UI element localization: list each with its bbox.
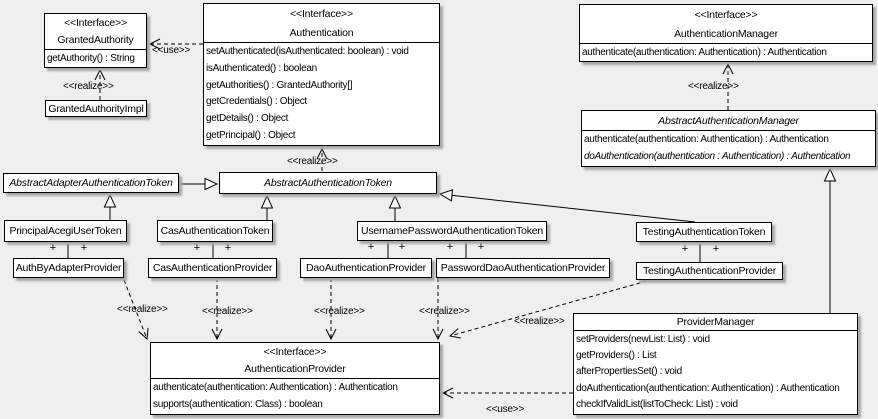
class-authentication-provider: <<Interface>> AuthenticationProvider aut… (150, 342, 440, 415)
realize-label: <<realize>> (688, 81, 739, 92)
class-name: CasAuthenticationProvider (152, 262, 273, 274)
method-list: setProviders(newList: List) : void getPro… (574, 330, 857, 414)
class-name: GrantedAuthorityImpl (48, 102, 144, 115)
class-abstract-adapter-authentication-token: AbstractAdapterAuthenticationToken (3, 173, 179, 193)
method: authenticate(authentication: Authenticat… (584, 134, 829, 146)
stereotype-label: <<Interface>> (64, 16, 127, 29)
assoc-plus-marker: + (80, 242, 88, 254)
method: supports(authentication: Class) : boolea… (153, 398, 323, 410)
method: authenticate(authentication: Authenticat… (153, 382, 398, 394)
assoc-plus-marker: + (49, 242, 57, 254)
class-granted-authority: <<Interface>> GrantedAuthority getAuthor… (44, 13, 147, 68)
class-name: AuthByAdapterProvider (15, 262, 122, 274)
class-abstract-authentication-token: AbstractAuthenticationToken (219, 172, 437, 194)
class-name: Authentication (289, 26, 354, 39)
realize-label: <<realize>> (314, 306, 365, 317)
class-granted-authority-impl: GrantedAuthorityImpl (45, 100, 147, 117)
method: getAuthority() : String (47, 52, 135, 64)
class-password-dao-authentication-provider: PasswordDaoAuthenticationProvider (436, 258, 610, 278)
class-username-password-authentication-token: UsernamePasswordAuthenticationToken (357, 221, 547, 241)
method: getPrincipal() : Object (206, 129, 296, 141)
class-provider-manager: ProviderManager setProviders(newList: Li… (573, 313, 858, 415)
realize-label: <<realize>> (514, 316, 565, 327)
assoc-plus-marker: + (398, 241, 406, 253)
class-header: <<Interface>> AuthenticationManager (580, 5, 872, 43)
class-name: AbstractAuthenticationManager (658, 114, 799, 127)
method-list: authenticate(authentication: Authenticat… (580, 43, 872, 61)
method: setAuthenticated(isAuthenticated: boolea… (206, 46, 409, 58)
class-name: AbstractAdapterAuthenticationToken (9, 177, 173, 189)
class-name: AuthenticationProvider (244, 363, 346, 376)
method: getProviders() : List (576, 350, 657, 362)
method: doAuthentication(authentication: Authent… (576, 382, 840, 394)
method: doAuthentication(authentication : Authen… (584, 150, 851, 162)
class-principal-acegi-user-token: PrincipalAcegiUserToken (4, 220, 127, 242)
assoc-plus-marker: + (446, 241, 454, 253)
method-list: setAuthenticated(isAuthenticated: boolea… (204, 42, 439, 145)
method-list: getAuthority() : String (45, 49, 146, 67)
class-header: <<Interface>> AuthenticationProvider (151, 343, 439, 378)
assoc-plus-marker: + (367, 241, 375, 253)
stereotype-label: <<Interface>> (263, 345, 327, 358)
realize-label: <<realize>> (63, 81, 114, 92)
method: getCredentials() : Object (206, 96, 307, 108)
method: isAuthenticated() : boolean (206, 62, 317, 74)
class-name: ProviderManager (676, 316, 755, 328)
class-header: <<Interface>> GrantedAuthority (45, 14, 146, 49)
method: afterPropertiesSet() : void (576, 366, 682, 378)
edge-gen-testingauthenticationtoken (438, 189, 696, 223)
class-name: DaoAuthenticationProvider (306, 262, 426, 274)
realize-label: <<realize>> (287, 156, 338, 167)
class-name: TestingAuthenticationToken (642, 226, 766, 238)
method: checkIfValidList(listToCheck: List) : vo… (576, 398, 738, 410)
realize-label: <<realize>> (419, 306, 470, 317)
stereotype-label: <<Interface>> (290, 7, 353, 20)
assoc-plus-marker: + (681, 243, 689, 255)
realize-label: <<realize>> (202, 306, 253, 317)
class-cas-authentication-token: CasAuthenticationToken (157, 220, 273, 242)
realize-label: <<realize>> (117, 304, 168, 315)
class-authentication: <<Interface>> Authentication setAuthenti… (203, 3, 440, 146)
class-testing-authentication-provider: TestingAuthenticationProvider (636, 262, 783, 280)
class-header: <<Interface>> Authentication (204, 4, 439, 42)
method: setProviders(newList: List) : void (576, 334, 710, 346)
class-name: PrincipalAcegiUserToken (9, 225, 122, 237)
class-name: GrantedAuthority (57, 34, 134, 47)
use-label: <<use>> (486, 404, 525, 415)
class-name: CasAuthenticationToken (160, 225, 270, 237)
class-name: AbstractAuthenticationToken (264, 177, 392, 189)
class-name: PasswordDaoAuthenticationProvider (440, 262, 606, 274)
method: authenticate(authentication: Authenticat… (582, 46, 827, 58)
class-name: TestingAuthenticationProvider (642, 265, 777, 277)
assoc-plus-marker: + (193, 242, 201, 254)
assoc-plus-marker: + (224, 242, 232, 254)
class-testing-authentication-token: TestingAuthenticationToken (636, 222, 772, 242)
class-dao-authentication-provider: DaoAuthenticationProvider (300, 258, 432, 278)
method: getAuthorities() : GrantedAuthority[] (206, 79, 353, 91)
class-name: UsernamePasswordAuthenticationToken (360, 225, 544, 237)
method-list: authenticate(authentication: Authenticat… (151, 378, 439, 414)
method: getDetails() : Object (206, 112, 289, 124)
class-name: AuthenticationManager (674, 27, 778, 40)
class-cas-authentication-provider: CasAuthenticationProvider (148, 258, 277, 278)
use-label: <<use>> (152, 45, 191, 56)
class-abstract-authentication-manager: AbstractAuthenticationManager authentica… (581, 110, 876, 167)
edge-realize-testingauthenticationprovider (448, 280, 648, 339)
edge-realize-authbyadapterprovider (123, 279, 149, 341)
method-list: authenticate(authentication: Authenticat… (582, 130, 875, 166)
assoc-plus-marker: + (477, 241, 485, 253)
stereotype-label: <<Interface>> (694, 8, 758, 21)
class-authentication-manager: <<Interface>> AuthenticationManager auth… (579, 4, 873, 62)
class-auth-by-adapter-provider: AuthByAdapterProvider (13, 258, 124, 278)
assoc-plus-marker: + (712, 243, 720, 255)
